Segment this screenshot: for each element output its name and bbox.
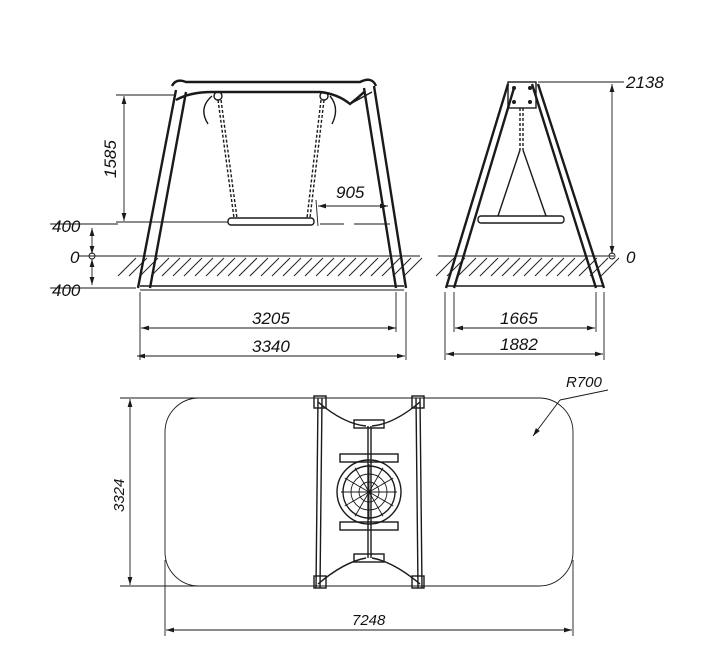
front-seat (227, 217, 315, 226)
front-left-leg (136, 89, 188, 289)
side-dim-1665: 1665 (500, 309, 538, 328)
side-view: 2138 0 1665 1882 (435, 73, 664, 360)
plan-view: R700 3324 7248 (111, 374, 609, 636)
side-top-bracket (507, 81, 537, 109)
front-dim-3340: 3340 (252, 337, 290, 356)
front-right-leg (362, 85, 408, 289)
plan-dim-7248: 7248 (352, 612, 386, 629)
plan-bottom-beam-clamp (353, 553, 385, 563)
plan-dim-3324: 3324 (111, 479, 128, 512)
front-dim-1585: 1585 (101, 140, 120, 178)
side-dim-2138: 2138 (625, 73, 664, 92)
front-top-beam (170, 78, 378, 106)
front-dim-400-top: 400 (52, 217, 81, 236)
front-dim-0: 0 (70, 248, 80, 267)
front-view: 1585 400 0 400 905 3205 3340 (50, 78, 423, 360)
plan-top-beam-clamp (353, 419, 385, 429)
side-zero-marker-icon (608, 252, 616, 260)
front-dim-3205: 3205 (252, 309, 290, 328)
side-left-leg (444, 83, 516, 289)
safety-zone-outline (164, 397, 574, 587)
front-ground-hatch (117, 255, 423, 277)
front-left-chain (217, 99, 238, 219)
side-dim-0: 0 (626, 248, 636, 267)
plan-dim-r700: R700 (566, 374, 603, 391)
front-dim-400-bottom: 400 (52, 281, 81, 300)
nest-seat-icon (336, 453, 402, 531)
side-seat (477, 215, 565, 224)
front-dim-905: 905 (336, 183, 365, 202)
front-right-chain (306, 99, 325, 219)
side-dim-1882: 1882 (500, 335, 538, 354)
side-right-leg (530, 83, 606, 289)
